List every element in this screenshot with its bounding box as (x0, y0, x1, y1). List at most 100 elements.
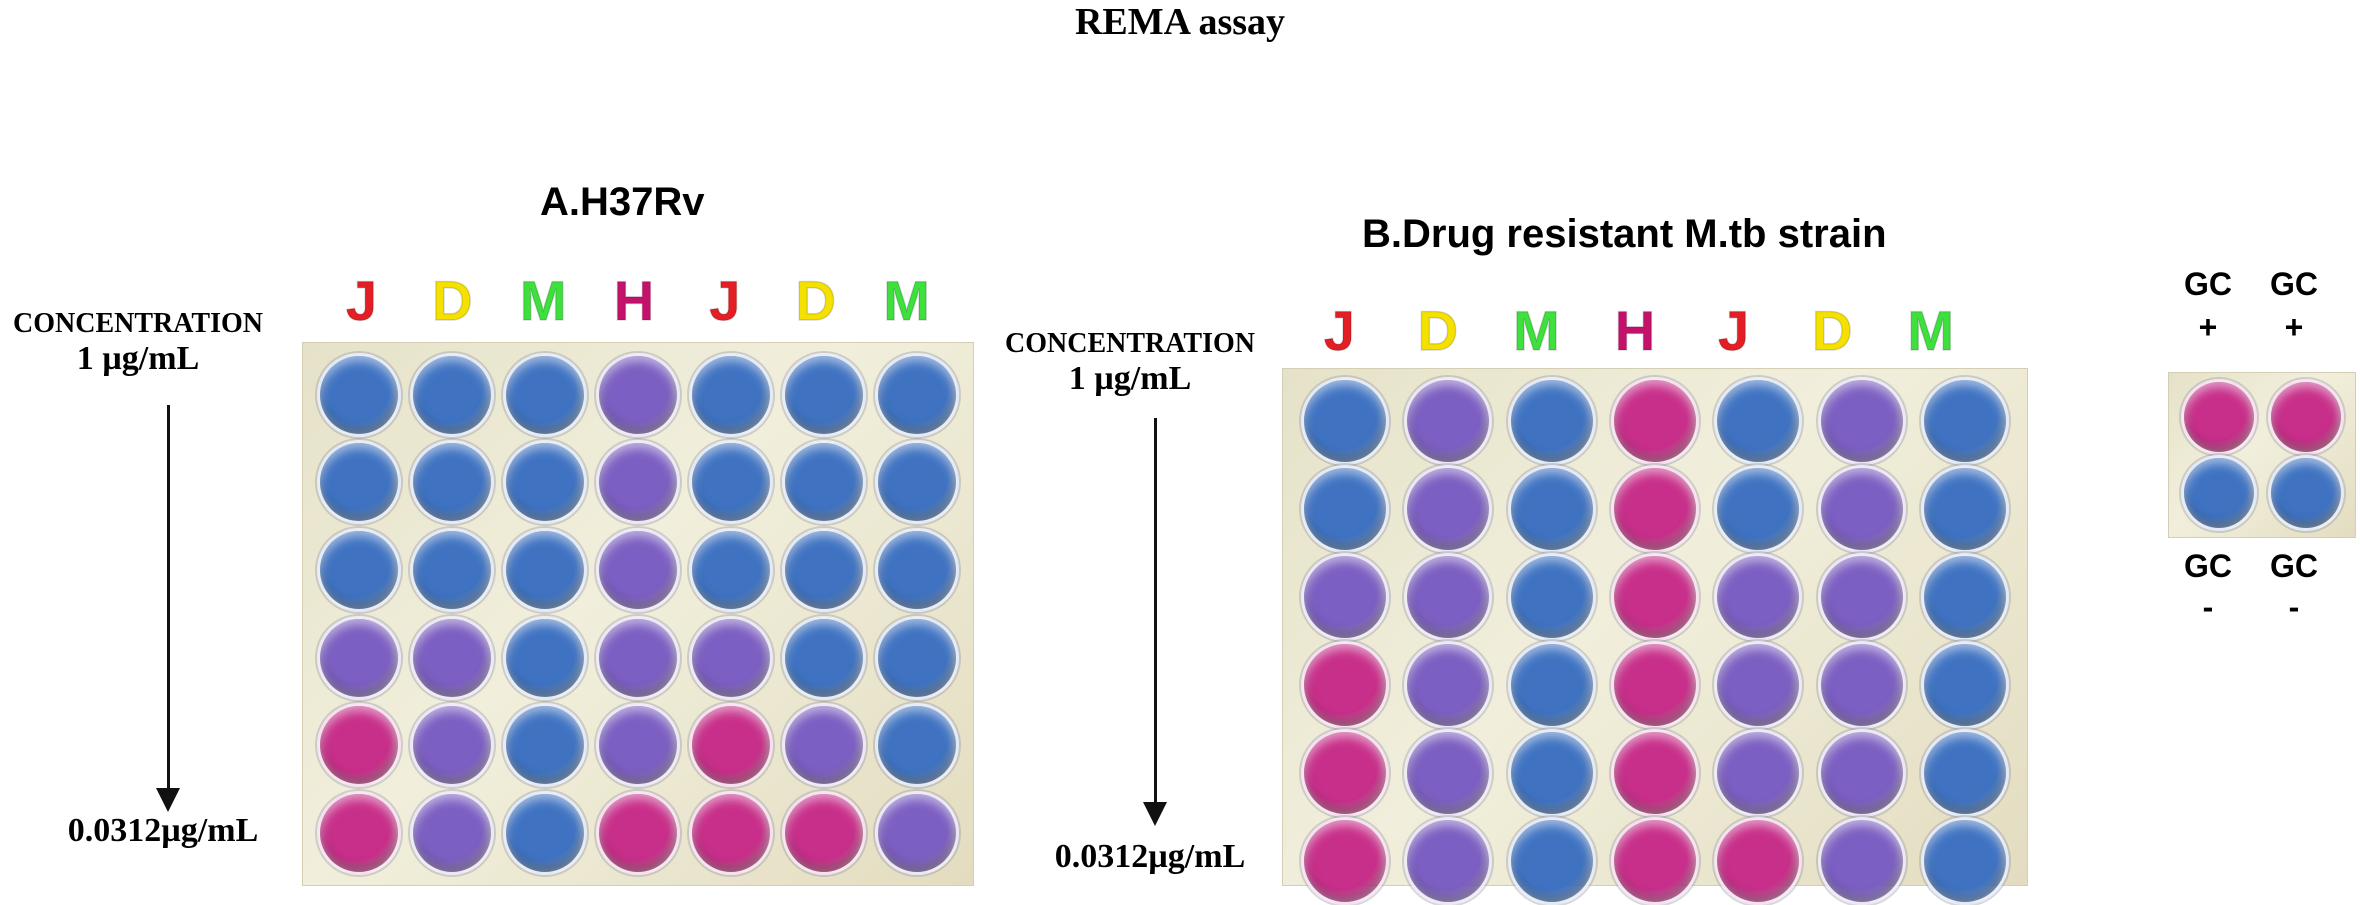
page-title: REMA assay (1074, 1, 1286, 43)
panel-a-column-label: D (795, 268, 837, 333)
panel-b-well (1300, 817, 1389, 905)
panel-a-well (781, 528, 866, 613)
panel-a-concentration-heading: CONCENTRATION (13, 308, 263, 339)
panel-a-column-label: M (519, 268, 567, 333)
panel-a-well (688, 440, 773, 525)
panel-a-arrow-line (167, 405, 170, 795)
panel-b-bottom-concentration: 0.0312µg/mL (1054, 838, 1246, 875)
panel-b-well (1300, 465, 1389, 553)
panel-a-well (874, 615, 959, 700)
gc-negative-label-1: GC - (2168, 548, 2248, 626)
growth-control-plate (2168, 372, 2356, 538)
panel-b-well (1300, 729, 1389, 817)
panel-a-concentration-label: CONCENTRATION 1 µg/mL (0, 308, 276, 378)
panel-b-well (1404, 641, 1493, 729)
panel-b-title: B.Drug resistant M.tb strain (1362, 212, 1887, 256)
panel-b-well (1817, 377, 1906, 465)
panel-a-well (595, 703, 680, 788)
gc-well (2267, 455, 2344, 531)
panel-b-well (1921, 377, 2010, 465)
panel-b-well (1714, 817, 1803, 905)
panel-a-well (410, 528, 495, 613)
panel-b-arrow-line (1154, 418, 1157, 808)
panel-b-well (1817, 641, 1906, 729)
panel-b-plate (1282, 368, 2028, 905)
panel-a-bottom-concentration: 0.0312µg/mL (67, 812, 259, 849)
panel-a-well (781, 440, 866, 525)
panel-b-well (1714, 729, 1803, 817)
panel-a-column-label: J (709, 268, 742, 333)
panel-a-top-concentration: 1 µg/mL (76, 340, 200, 377)
panel-a-well (503, 703, 588, 788)
panel-b-well (1300, 641, 1389, 729)
panel-a-well (781, 791, 866, 876)
panel-a-well (595, 791, 680, 876)
panel-a-column-label: D (431, 268, 473, 333)
panel-b-arrow-head (1143, 802, 1167, 826)
panel-a-well (688, 352, 773, 437)
panel-b-top-concentration: 1 µg/mL (1068, 360, 1192, 397)
gc-positive-text-1: GC (2184, 266, 2232, 302)
panel-b-well (1610, 817, 1699, 905)
panel-b-well (1404, 553, 1493, 641)
panel-b-well (1714, 553, 1803, 641)
panel-b-well (1817, 729, 1906, 817)
panel-b-well (1610, 553, 1699, 641)
gc-positive-sign-2: + (2284, 309, 2304, 345)
panel-b-well (1300, 377, 1389, 465)
panel-a-plate (302, 342, 974, 886)
panel-a-well (503, 440, 588, 525)
panel-a-well (874, 703, 959, 788)
panel-b-well (1507, 465, 1596, 553)
gc-well (2180, 379, 2257, 455)
panel-a-well (595, 615, 680, 700)
panel-b-well (1507, 553, 1596, 641)
panel-a-well (688, 791, 773, 876)
panel-b-well (1404, 729, 1493, 817)
gc-negative-label-2: GC - (2254, 548, 2334, 626)
panel-a-well (410, 440, 495, 525)
gc-negative-sign-2: - (2288, 589, 2300, 625)
panel-a-well (503, 528, 588, 613)
panel-b-column-label: H (1614, 298, 1656, 363)
panel-a-well (874, 440, 959, 525)
panel-a-well (410, 703, 495, 788)
panel-a-well (503, 352, 588, 437)
panel-a-well (410, 615, 495, 700)
panel-b-column-label: J (1717, 298, 1750, 363)
panel-a-column-label: M (883, 268, 931, 333)
panel-a-well (317, 440, 402, 525)
panel-a-column-label: J (345, 268, 378, 333)
panel-a-arrow-head (156, 788, 180, 812)
panel-b-well (1714, 465, 1803, 553)
panel-a-well (874, 352, 959, 437)
panel-b-column-label: M (1907, 298, 1955, 363)
panel-b-well (1921, 729, 2010, 817)
panel-a-well (317, 528, 402, 613)
panel-b-column-label: D (1417, 298, 1459, 363)
panel-a-well (874, 791, 959, 876)
panel-b-well (1507, 641, 1596, 729)
gc-negative-text-1: GC (2184, 548, 2232, 584)
panel-b-concentration-label: CONCENTRATION 1 µg/mL (980, 328, 1280, 398)
panel-a-title: A.H37Rv (540, 180, 705, 224)
panel-b-well (1404, 817, 1493, 905)
panel-a-well (595, 352, 680, 437)
panel-a-well (410, 352, 495, 437)
panel-b-well (1921, 641, 2010, 729)
panel-a-well (317, 352, 402, 437)
gc-well (2267, 379, 2344, 455)
panel-b-well (1507, 729, 1596, 817)
panel-a-well (874, 528, 959, 613)
panel-b-well (1921, 553, 2010, 641)
gc-positive-sign-1: + (2198, 309, 2218, 345)
panel-a-column-label: H (613, 268, 655, 333)
panel-b-well (1714, 377, 1803, 465)
panel-a-well (317, 615, 402, 700)
panel-b-well (1610, 641, 1699, 729)
gc-negative-text-2: GC (2270, 548, 2318, 584)
panel-b-well (1404, 377, 1493, 465)
gc-well (2180, 455, 2257, 531)
panel-a-well (688, 615, 773, 700)
